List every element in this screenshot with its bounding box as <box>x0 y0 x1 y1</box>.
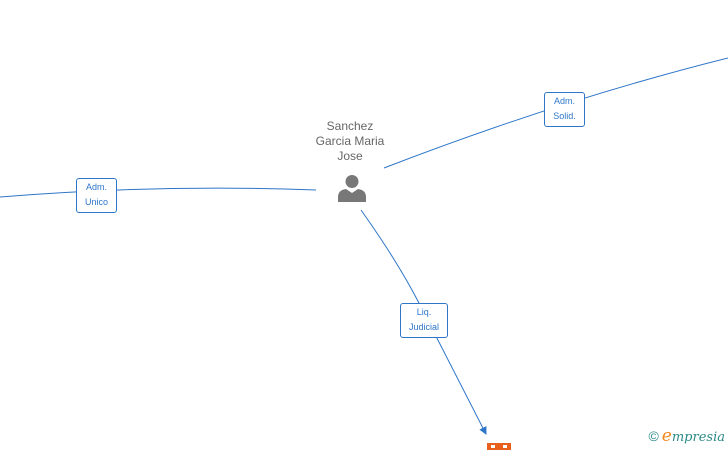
person-name-line: Jose <box>337 149 363 163</box>
edge-label-line: Adm. <box>553 96 575 106</box>
edge-line-adm-unico <box>0 187 317 198</box>
person-name[interactable]: Sanchez Garcia Maria Jose <box>300 119 400 164</box>
edge-label-line: Adm. <box>85 182 107 192</box>
edge-line-liq-judicial <box>360 209 487 435</box>
edge-label-adm-unico[interactable]: Adm. Unico <box>76 178 117 213</box>
edge-label-line: Judicial <box>408 322 439 332</box>
person-icon[interactable] <box>337 173 367 203</box>
edge-label-line: Unico <box>84 197 108 207</box>
building-icon[interactable] <box>487 443 511 450</box>
brand-name: mpresia <box>671 430 725 445</box>
edge-label-line: Liq. <box>416 307 432 317</box>
edge-label-line: Solid. <box>553 111 576 121</box>
brand-initial: e <box>661 426 672 446</box>
person-name-line: Garcia Maria <box>315 134 385 148</box>
edge-label-adm-solid[interactable]: Adm. Solid. <box>544 92 585 127</box>
empresia-logo[interactable]: ©empresia <box>648 428 725 446</box>
person-name-line: Sanchez <box>326 119 374 133</box>
copyright-symbol: © <box>648 428 659 444</box>
edge-label-liq-judicial[interactable]: Liq. Judicial <box>400 303 448 338</box>
